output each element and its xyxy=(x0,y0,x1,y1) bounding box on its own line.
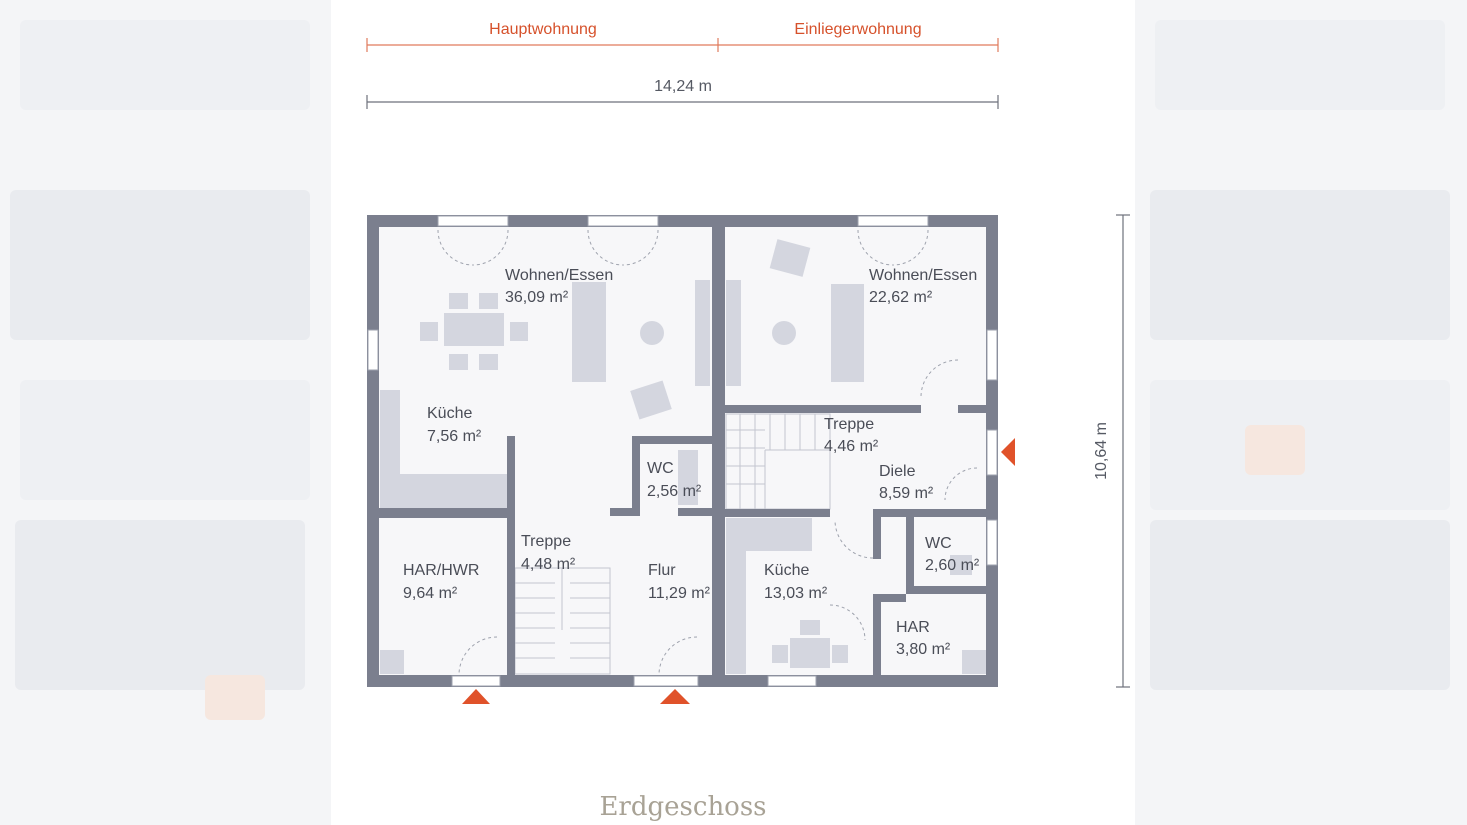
room-name-main-wc: WC xyxy=(647,460,674,477)
dining-table xyxy=(790,638,830,668)
chair xyxy=(420,322,438,341)
chair xyxy=(449,354,468,370)
blurred-shape xyxy=(1155,20,1445,110)
room-area-flat-hall: 8,59 m² xyxy=(879,485,934,502)
interior-wall xyxy=(507,436,515,687)
interior-wall xyxy=(632,436,712,444)
blurred-shape xyxy=(1150,520,1450,690)
room-name-main-har: HAR/HWR xyxy=(403,562,479,579)
right-background-panel xyxy=(1135,0,1467,825)
wc-fixture xyxy=(678,450,698,505)
exterior-wall-top xyxy=(367,215,998,227)
room-area-flat-living: 22,62 m² xyxy=(869,289,933,306)
sideboard xyxy=(695,280,710,386)
interior-wall xyxy=(875,509,986,517)
chair xyxy=(449,293,468,309)
entrance-arrow-flat xyxy=(1001,438,1015,466)
room-area-flat-kitchen: 13,03 m² xyxy=(764,585,828,602)
width-dimension xyxy=(366,95,999,109)
interior-wall xyxy=(367,508,515,518)
room-area-flat-stairs: 4,46 m² xyxy=(824,438,879,455)
blurred-shape xyxy=(15,520,305,690)
kitchen-counter xyxy=(380,474,507,508)
room-name-main-stairs: Treppe xyxy=(521,533,571,550)
chair xyxy=(800,620,820,635)
room-area-main-kitchen: 7,56 m² xyxy=(427,428,482,445)
door-swings xyxy=(437,229,978,676)
room-name-flat-wc: WC xyxy=(925,535,952,552)
kitchen-counter xyxy=(726,518,746,674)
sofa xyxy=(572,282,606,382)
room-name-flat-stairs: Treppe xyxy=(824,416,874,433)
chair xyxy=(832,645,848,663)
blurred-shape xyxy=(20,380,310,500)
entrance-arrows xyxy=(462,438,1015,704)
armchair xyxy=(769,239,811,277)
floor-caption: Erdgeschoss xyxy=(599,792,766,822)
blurred-shape xyxy=(20,20,310,110)
width-label: 14,24 m xyxy=(654,78,712,95)
room-area-main-stairs: 4,48 m² xyxy=(521,556,576,573)
interior-wall xyxy=(906,509,914,594)
room-name-main-kitchen: Küche xyxy=(427,405,472,422)
chair xyxy=(772,645,788,663)
dining-table xyxy=(444,313,504,346)
room-name-flat-kitchen: Küche xyxy=(764,562,809,579)
sideboard xyxy=(726,280,741,386)
interior-wall xyxy=(906,586,986,594)
party-wall xyxy=(712,215,725,687)
cabinet xyxy=(380,650,404,674)
room-area-main-living: 36,09 m² xyxy=(505,289,569,306)
room-area-flat-wc: 2,60 m² xyxy=(925,557,980,574)
room-name-flat-living: Wohnen/Essen xyxy=(869,267,977,284)
interior-wall xyxy=(678,508,712,516)
exterior-wall-left xyxy=(367,215,379,687)
depth-dimension xyxy=(1116,214,1130,688)
main-unit-label: Hauptwohnung xyxy=(489,21,597,38)
stairs-flat xyxy=(725,413,831,510)
entrance-arrow-main-har xyxy=(462,689,490,704)
room-area-main-har: 9,64 m² xyxy=(403,585,458,602)
room-name-flat-har: HAR xyxy=(896,619,930,636)
interior-wall xyxy=(873,594,906,602)
blurred-shape xyxy=(1245,425,1305,475)
cabinet xyxy=(962,650,986,674)
interior-wall xyxy=(725,405,921,413)
room-name-main-hall: Flur xyxy=(648,562,676,579)
room-name-flat-hall: Diele xyxy=(879,463,916,480)
chair xyxy=(479,293,498,309)
room-area-main-wc: 2,56 m² xyxy=(647,483,702,500)
wc-fixture xyxy=(950,555,972,575)
depth-label: 10,64 m xyxy=(1093,422,1110,480)
blurred-shape xyxy=(1150,190,1450,340)
stairs-main xyxy=(514,567,611,675)
room-labels: Wohnen/Essen 36,09 m² Küche 7,56 m² WC 2… xyxy=(403,267,980,658)
coffee-table xyxy=(772,321,796,345)
interior-wall xyxy=(632,436,640,516)
sofa xyxy=(831,284,864,382)
left-background-panel xyxy=(0,0,331,825)
room-name-main-living: Wohnen/Essen xyxy=(505,267,613,284)
granny-flat-label: Einliegerwohnung xyxy=(794,21,921,38)
interior-wall xyxy=(725,509,830,517)
room-area-flat-har: 3,80 m² xyxy=(896,641,951,658)
interior-wall xyxy=(873,594,881,687)
coffee-table xyxy=(640,321,664,345)
blurred-shape xyxy=(205,675,265,720)
windows xyxy=(367,215,998,687)
armchair xyxy=(630,380,672,420)
blurred-shape xyxy=(10,190,310,340)
interior-wall xyxy=(610,508,640,516)
entrance-arrow-main-hall xyxy=(660,689,690,704)
chair xyxy=(479,354,498,370)
furniture xyxy=(380,239,986,674)
chair xyxy=(510,322,528,341)
interior-wall xyxy=(958,405,986,413)
section-dimension xyxy=(366,38,999,52)
room-area-main-hall: 11,29 m² xyxy=(648,585,711,602)
interior-wall xyxy=(873,509,881,559)
